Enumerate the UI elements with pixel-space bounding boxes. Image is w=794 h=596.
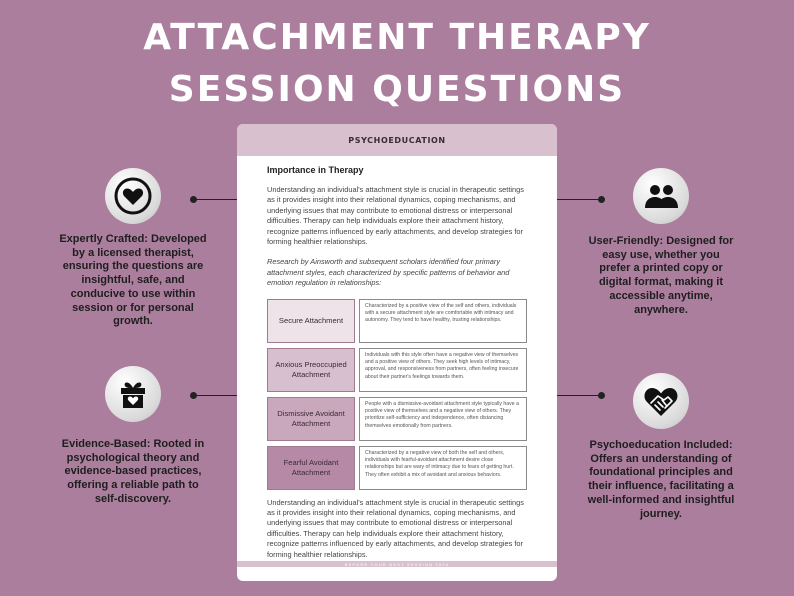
- connector-dot: [598, 392, 605, 399]
- style-label-secure: Secure Attachment: [267, 298, 355, 343]
- connector-dot: [598, 196, 605, 203]
- attachment-styles-table: Secure Attachment Characterized by a pos…: [267, 298, 527, 490]
- style-description-fearful: Characterized by a negative view of both…: [359, 445, 527, 490]
- connector-dot: [190, 392, 197, 399]
- feature-expertly-crafted: Expertly Crafted: Developed by a license…: [59, 233, 207, 328]
- document-heading: Importance in Therapy: [267, 165, 364, 175]
- table-row: Anxious Preoccupied Attachment Individua…: [267, 347, 527, 392]
- heart-icon: [105, 168, 161, 224]
- style-label-dismissive: Dismissive Avoidant Attachment: [267, 396, 355, 441]
- style-label-fearful: Fearful Avoidant Attachment: [267, 445, 355, 490]
- feature-psychoeducation: Psychoeducation Included: Offers an unde…: [587, 439, 735, 520]
- document-header: PSYCHOEDUCATION: [237, 124, 557, 156]
- style-description-secure: Characterized by a positive view of the …: [359, 298, 527, 343]
- style-label-anxious: Anxious Preoccupied Attachment: [267, 347, 355, 392]
- feature-user-friendly: User-Friendly: Designed for easy use, wh…: [588, 235, 734, 316]
- document-body: Importance in Therapy Understanding an i…: [237, 156, 557, 560]
- document-footer: BEFORE YOUR NEXT SESSION 2024: [237, 561, 557, 567]
- style-description-anxious: Individuals with this style often have a…: [359, 347, 527, 392]
- research-paragraph: Research by Ainsworth and subsequent sch…: [267, 257, 510, 288]
- closing-paragraph: Understanding an individual's attachment…: [267, 497, 524, 559]
- table-row: Secure Attachment Characterized by a pos…: [267, 298, 527, 343]
- table-row: Fearful Avoidant Attachment Characterize…: [267, 445, 527, 490]
- gift-icon: [105, 366, 161, 422]
- connector-line: [193, 395, 237, 396]
- connector-line: [193, 199, 237, 200]
- page-title-line-1: ATTACHMENT THERAPY: [143, 17, 651, 58]
- intro-paragraph: Understanding an individual's attachment…: [267, 185, 524, 247]
- connector-line: [557, 199, 601, 200]
- document-preview: PSYCHOEDUCATION Importance in Therapy Un…: [237, 124, 557, 581]
- handshake-heart-icon: [633, 373, 689, 429]
- style-description-dismissive: People with a dismissive-avoidant attach…: [359, 396, 527, 441]
- table-row: Dismissive Avoidant Attachment People wi…: [267, 396, 527, 441]
- connector-dot: [190, 196, 197, 203]
- users-icon: [633, 168, 689, 224]
- feature-evidence-based: Evidence-Based: Rooted in psychological …: [61, 438, 205, 505]
- connector-line: [557, 395, 601, 396]
- page-title-line-2: SESSION QUESTIONS: [168, 69, 626, 110]
